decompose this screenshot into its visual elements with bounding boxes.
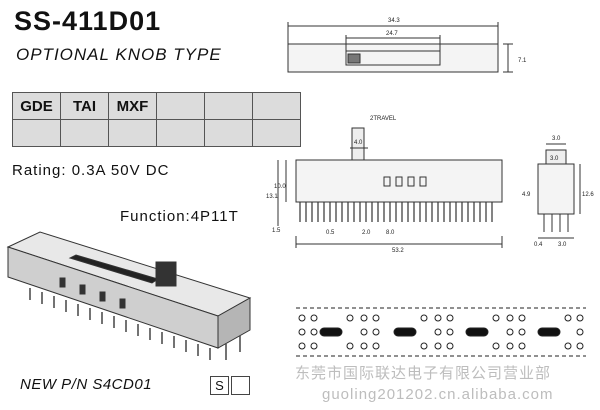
dim-top-h: 7.1 — [518, 58, 527, 64]
dim-pin-w: 1.5 — [272, 228, 281, 234]
top-view-drawing — [287, 22, 513, 73]
part-suffix-box-empty — [231, 376, 250, 395]
code-cell — [156, 119, 205, 147]
code-row — [12, 119, 301, 147]
code-cell — [12, 119, 61, 147]
code-cell — [252, 92, 301, 120]
code-row: GDE TAI MXF — [12, 92, 301, 120]
rating-text: Rating: 0.3A 50V DC — [12, 162, 170, 179]
dim-top-len: 34.3 — [388, 18, 400, 24]
side-view-pins — [299, 202, 493, 222]
code-cell — [252, 119, 301, 147]
code-cell: MXF — [108, 92, 157, 120]
dim-misc: 4.9 — [522, 192, 531, 198]
dim-side-h1: 13.1 — [266, 194, 278, 200]
dim-end-base: 0.4 — [534, 242, 543, 248]
switch-3d-pins — [29, 288, 241, 360]
code-cell: GDE — [12, 92, 61, 120]
side-view-drawing — [277, 127, 503, 248]
dim-knob-w: 4.0 — [354, 140, 363, 146]
dim-pitch2: 2.0 — [362, 230, 371, 236]
code-cell — [108, 119, 157, 147]
switch-3d-illustration — [6, 231, 252, 349]
function-text: Function:4P11T — [120, 208, 239, 225]
dim-pitch1: 0.5 — [326, 230, 335, 236]
model-title: SS-411D01 — [14, 6, 162, 36]
dim-side-h2: 10.0 — [274, 184, 286, 190]
code-cell — [204, 92, 253, 120]
end-view-drawing — [537, 143, 581, 239]
watermark-url: guoling201202.cn.alibaba.com — [322, 386, 554, 403]
dim-top-slot: 24.7 — [386, 31, 398, 37]
dim-travel: 2TRAVEL — [370, 116, 397, 122]
part-number-label: NEW P/N S4CD01 — [20, 376, 153, 393]
code-cell — [156, 92, 205, 120]
code-table: GDE TAI MXF — [12, 92, 301, 147]
dim-end-w: 3.0 — [552, 136, 561, 142]
dim-pitch3: 8.0 — [386, 230, 395, 236]
part-suffix-box-s: S — [210, 376, 229, 395]
code-cell — [204, 119, 253, 147]
dim-total-len: 53.2 — [392, 248, 404, 254]
dim-end-mid: 3.0 — [550, 156, 559, 162]
dim-end-h: 12.6 — [582, 192, 594, 198]
dim-end-pin: 3.0 — [558, 242, 567, 248]
watermark-company: 东莞市国际联达电子有限公司营业部 — [295, 365, 552, 382]
pin-layout-diagram — [296, 307, 586, 357]
code-cell — [60, 119, 109, 147]
knob-type-subtitle: OPTIONAL KNOB TYPE — [16, 45, 222, 64]
